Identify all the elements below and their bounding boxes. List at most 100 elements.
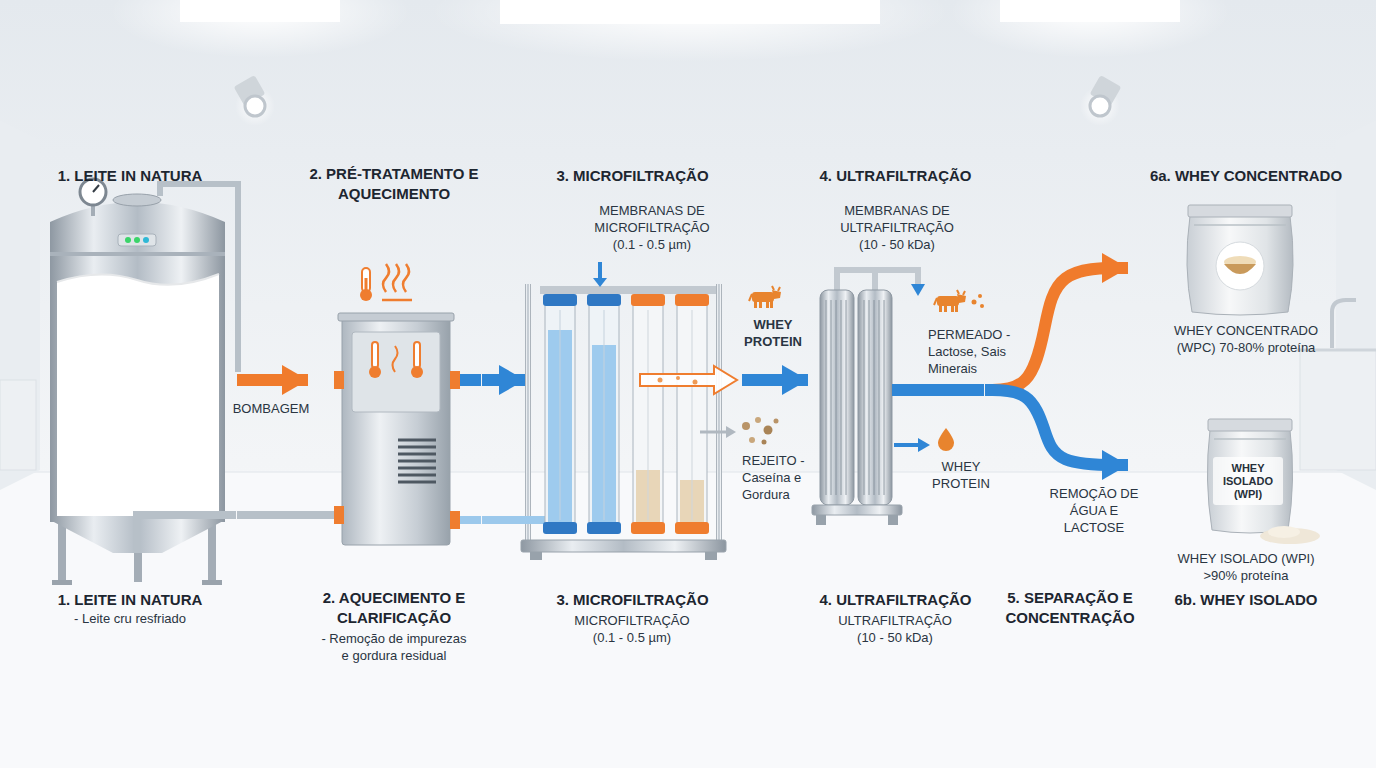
microfiltration-unit-part	[560, 310, 561, 520]
wpc-bag-part	[1216, 242, 1264, 290]
milk-tank	[50, 179, 238, 585]
wpc-bag-part	[1187, 216, 1293, 315]
protein-drop-icon	[938, 428, 954, 451]
microfiltration-unit-part	[648, 310, 649, 520]
microfiltration-unit-part	[633, 300, 663, 530]
microfiltration-unit-part	[676, 376, 680, 380]
microfiltration-unit-part	[700, 431, 728, 434]
microfiltration-unit-part	[705, 552, 717, 560]
milk-tank-part	[113, 194, 161, 206]
heater-unit-part	[334, 506, 344, 524]
room-background-part	[1300, 350, 1376, 470]
step-caption-title: 5. SEPARAÇÃO E CONCENTRAÇÃO	[995, 588, 1145, 628]
step-caption-title: 6b. WHEY ISOLADO	[1128, 590, 1364, 610]
step-caption: ULTRAFILTRAÇÃO (10 - 50 kDa)	[830, 612, 960, 646]
ceiling-lights-part	[110, 0, 410, 58]
permeate-icon-part	[980, 304, 984, 308]
heater-unit-part	[393, 264, 399, 292]
ceiling-lights-part	[1000, 0, 1180, 22]
heater-unit-part	[460, 516, 481, 524]
microfiltration-step: 3. MICROFILTRAÇÃOMEMBRANAS DE MICROFILTR…	[525, 158, 742, 650]
residue-particles-part	[764, 426, 773, 435]
microfiltration-unit-part	[545, 300, 575, 530]
heater-unit-part	[372, 342, 378, 368]
microfiltration-unit-part	[716, 284, 722, 552]
wpi-bag-part	[1268, 526, 1300, 538]
milk-tank-step: 1. LEITE IN NATURA1. LEITE IN NATURA- Le…	[25, 158, 237, 633]
spotlight-part	[1090, 96, 1110, 116]
heater-unit-part	[411, 366, 423, 378]
residue-particles-part	[755, 417, 761, 423]
microfiltration-unit-part	[521, 540, 726, 552]
ceiling-lights-part	[430, 0, 950, 62]
flow-arrow	[742, 374, 808, 386]
flow-arrow	[985, 390, 1128, 465]
residue-particles-part	[774, 419, 779, 424]
ultrafiltration-unit-part	[826, 300, 884, 495]
heater-unit-part	[450, 511, 460, 529]
step-caption-title: 3. MICROFILTRAÇÃO	[525, 590, 740, 610]
whey-protein-icon-part	[749, 286, 781, 308]
milk-tank-part	[160, 184, 238, 372]
wpc-product: 6a. WHEY CONCENTRADOWHEY CONCENTRADO (WP…	[1128, 158, 1366, 376]
protein-drop-icon-part	[938, 428, 954, 451]
heater-unit-part	[403, 264, 409, 292]
milk-tank-part	[134, 237, 140, 243]
ultrafiltration-unit-part	[858, 290, 892, 505]
microfiltration-unit-part	[587, 294, 621, 306]
step-caption: - Remoção de impurezas e gordura residua…	[319, 630, 469, 664]
heater-unit-part	[414, 342, 420, 368]
step-heading: 1. LEITE IN NATURA	[25, 166, 235, 186]
microfiltration-unit-part	[543, 522, 577, 534]
step-caption: MICROFILTRAÇÃO (0.1 - 0.5 µm)	[567, 612, 697, 646]
microfiltration-unit-part	[692, 310, 693, 520]
flow-label: BOMBAGEM	[226, 400, 316, 417]
stream-label: REJEITO - Caseína e Gordura	[742, 452, 810, 503]
milk-tank-part	[58, 520, 66, 582]
microfiltration-unit-part	[587, 522, 621, 534]
microfiltration-unit-part	[726, 426, 736, 438]
wpi-bag-part	[1214, 438, 1286, 440]
heater-unit-part	[398, 440, 436, 482]
wpi-bag-part	[1208, 419, 1292, 431]
heater-unit-part	[460, 374, 481, 386]
step-caption-title: 1. LEITE IN NATURA	[25, 590, 235, 610]
step-caption: - Leite cru resfriado	[25, 610, 235, 627]
permeate-icon-part	[978, 294, 982, 298]
ultrafiltration-unit-part	[888, 515, 898, 525]
ultrafiltration-unit-part	[892, 384, 984, 396]
permeate-icon-part	[972, 300, 977, 305]
step-heading: 4. ULTRAFILTRAÇÃO	[808, 166, 983, 186]
step-caption-title: 4. ULTRAFILTRAÇÃO	[808, 590, 983, 610]
heater-unit-part	[369, 366, 381, 378]
heater-unit-part	[352, 332, 440, 412]
microfiltration-unit-part	[604, 310, 605, 520]
step-heading: 3. MICROFILTRAÇÃO	[525, 166, 740, 186]
ceiling-lights-part	[950, 0, 1230, 58]
milk-tank-part	[93, 185, 99, 192]
step-heading: 2. PRÉ-TRATAMENTO E AQUECIMENTO	[308, 164, 480, 204]
residue-particles-part	[749, 437, 755, 443]
permeate-icon-part	[934, 290, 966, 312]
microfiltration-unit-part	[693, 380, 698, 385]
milk-tank-part	[143, 237, 149, 243]
wpi-product: WHEY ISOLADO (WPI)WHEY ISOLADO (WPI) >90…	[1128, 414, 1366, 628]
heater-unit	[307, 264, 481, 545]
residue-particles-part	[762, 440, 767, 445]
ultrafiltration-unit-part	[820, 290, 854, 505]
stream-label: PERMEADO - Lactose, Sais Minerais	[928, 326, 1014, 377]
heater-unit-part	[393, 346, 398, 372]
step-caption-title: 2. AQUECIMENTO E CLARIFICAÇÃO	[308, 588, 480, 628]
milk-tank-part	[57, 274, 219, 516]
membrane-spec: MEMBRANAS DE ULTRAFILTRAÇÃO (10 - 50 kDa…	[832, 202, 962, 253]
milk-tank-part	[125, 237, 131, 243]
flow-label: REMOÇÃO DE ÁGUA E LACTOSE	[1048, 485, 1140, 536]
ultrafiltration-unit-part	[812, 505, 902, 515]
ceiling-lights-part	[180, 0, 340, 22]
microfiltration-unit-part	[640, 366, 737, 394]
stream-label: WHEY PROTEIN	[930, 458, 992, 492]
milk-tank-part	[208, 520, 216, 582]
